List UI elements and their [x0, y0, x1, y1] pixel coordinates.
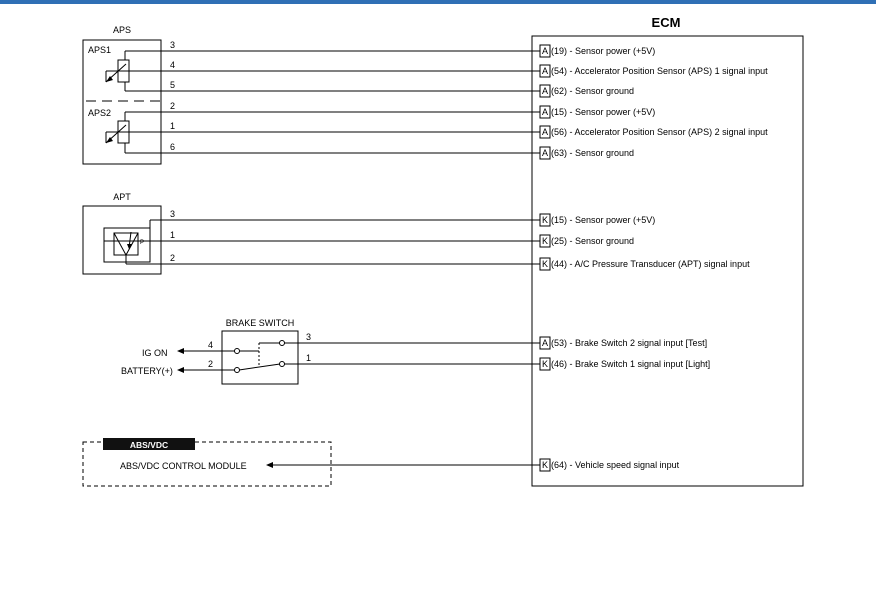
pin-number: 1: [170, 121, 175, 131]
pin-number: 3: [170, 40, 175, 50]
connector-box: [539, 146, 551, 160]
brake-left-feeds: IG ON BATTERY(+) 4 2: [121, 340, 235, 376]
terminal-description: (19) - Sensor power (+5V): [551, 46, 655, 56]
pin-number: 2: [170, 101, 175, 111]
abs-vdc-badge: [103, 438, 195, 450]
ecm-block: ECM: [531, 15, 804, 487]
ecm-title: ECM: [652, 15, 681, 30]
abs-vdc-box: [82, 441, 332, 487]
abs-vdc-badge-label: ABS/VDC: [130, 440, 168, 450]
terminal-description: (44) - A/C Pressure Transducer (APT) sig…: [551, 259, 750, 269]
terminal-description: (56) - Accelerator Position Sensor (APS)…: [551, 127, 768, 137]
terminal-description: (54) - Accelerator Position Sensor (APS)…: [551, 66, 768, 76]
terminal-description: (63) - Sensor ground: [551, 148, 634, 158]
terminal-connector: K: [542, 259, 548, 269]
top-accent-bar: [0, 0, 876, 4]
terminal-description: (25) - Sensor ground: [551, 236, 634, 246]
connector-box: [539, 105, 551, 119]
terminal-description: (15) - Sensor power (+5V): [551, 215, 655, 225]
terminal-connector: A: [542, 66, 548, 76]
connector-box: [539, 125, 551, 139]
terminal-connector: A: [542, 86, 548, 96]
brake-switch-box: [221, 330, 299, 385]
battery-label: BATTERY(+): [121, 366, 173, 376]
connector-box: [539, 234, 551, 248]
aps1-label: APS1: [88, 45, 111, 55]
ecm-terminals: A(19) - Sensor power (+5V)A(54) - Accele…: [539, 44, 768, 472]
terminal-connector: A: [542, 107, 548, 117]
terminal-connector: K: [542, 236, 548, 246]
abs-vdc-module: ABS/VDC ABS/VDC CONTROL MODULE: [82, 438, 332, 487]
pin-number: 5: [170, 80, 175, 90]
terminal-connector: K: [542, 215, 548, 225]
switch-contacts-icon: [234, 340, 285, 373]
terminal-connector: A: [542, 46, 548, 56]
aps2-potentiometer-icon: [105, 113, 130, 153]
abs-vdc-module-label: ABS/VDC CONTROL MODULE: [120, 461, 247, 471]
pin-number: 2: [170, 253, 175, 263]
connector-box: [539, 458, 551, 472]
aps-sensor: APS APS1 APS2: [82, 25, 162, 165]
pin-number: 1: [170, 230, 175, 240]
terminal-description: (64) - Vehicle speed signal input: [551, 460, 680, 470]
terminal-description: (62) - Sensor ground: [551, 86, 634, 96]
terminal-connector: A: [542, 127, 548, 137]
connector-box: [539, 257, 551, 271]
pin-number: 3: [170, 209, 175, 219]
pin-number: 4: [170, 60, 175, 70]
terminal-description: (46) - Brake Switch 1 signal input [Ligh…: [551, 359, 710, 369]
connector-box: [539, 84, 551, 98]
brake-pin-4: 4: [208, 340, 213, 350]
apt-sensor: APT P: [82, 192, 162, 275]
connector-box: [539, 357, 551, 371]
wire-harness: 3 4 5 2 1 6 3 1 2 3 1: [103, 40, 540, 466]
aps-title: APS: [113, 25, 131, 35]
aps-box: [82, 39, 162, 165]
brake-switch-title: BRAKE SWITCH: [226, 318, 295, 328]
connector-box: [539, 213, 551, 227]
pin-number: 1: [306, 353, 311, 363]
ig-on-label: IG ON: [142, 348, 168, 358]
ig-on-arrow-icon: [177, 348, 184, 354]
terminal-connector: K: [542, 359, 548, 369]
pin-number: 3: [306, 332, 311, 342]
battery-arrow-icon: [177, 367, 184, 373]
connector-box: [539, 44, 551, 58]
terminal-description: (15) - Sensor power (+5V): [551, 107, 655, 117]
ecm-box: [531, 35, 804, 487]
apt-title: APT: [113, 192, 131, 202]
brake-pin-2: 2: [208, 359, 213, 369]
pressure-transducer-icon: P: [103, 227, 151, 263]
terminal-connector: K: [542, 460, 548, 470]
abs-vdc-arrow-icon: [266, 462, 273, 468]
terminal-connector: A: [542, 338, 548, 348]
aps2-label: APS2: [88, 108, 111, 118]
terminal-connector: A: [542, 148, 548, 158]
pin-number: 6: [170, 142, 175, 152]
apt-element-mark: P: [140, 240, 144, 246]
terminal-description: (53) - Brake Switch 2 signal input [Test…: [551, 338, 707, 348]
apt-box: [82, 205, 162, 275]
connector-box: [539, 64, 551, 78]
connector-box: [539, 336, 551, 350]
